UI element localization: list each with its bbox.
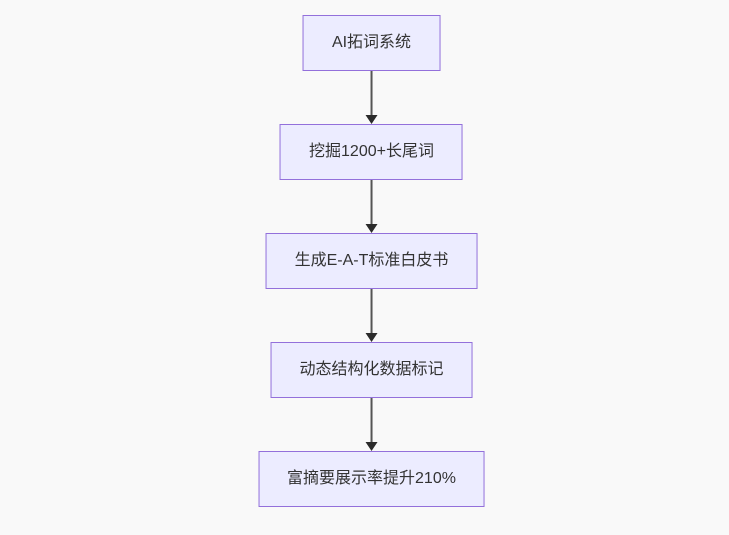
arrow-line bbox=[370, 180, 373, 225]
flowchart-node: 动态结构化数据标记 bbox=[270, 342, 473, 398]
flowchart-column: AI拓词系统 挖掘1200+长尾词 生成E-A-T标准白皮书 动态结构化数据标记 bbox=[258, 15, 485, 507]
arrow-line bbox=[370, 71, 373, 116]
arrow-line bbox=[370, 398, 373, 443]
node-label: AI拓词系统 bbox=[331, 34, 412, 51]
flowchart-edge bbox=[365, 71, 378, 124]
node-label: 挖掘1200+长尾词 bbox=[309, 143, 434, 160]
flowchart-node: 挖掘1200+长尾词 bbox=[280, 124, 463, 180]
flowchart-edge bbox=[365, 289, 378, 342]
flowchart-node: 富摘要展示率提升210% bbox=[258, 451, 485, 507]
arrow-down-icon bbox=[365, 333, 378, 342]
node-label: 生成E-A-T标准白皮书 bbox=[294, 252, 449, 269]
arrow-down-icon bbox=[365, 224, 378, 233]
arrow-down-icon bbox=[365, 115, 378, 124]
flowchart-edge bbox=[365, 180, 378, 233]
arrow-down-icon bbox=[365, 442, 378, 451]
flowchart-edge bbox=[365, 398, 378, 451]
node-label: 动态结构化数据标记 bbox=[299, 361, 444, 378]
node-label: 富摘要展示率提升210% bbox=[287, 470, 456, 487]
arrow-line bbox=[370, 289, 373, 334]
flowchart-node: 生成E-A-T标准白皮书 bbox=[265, 233, 478, 289]
flowchart-node: AI拓词系统 bbox=[302, 15, 441, 71]
